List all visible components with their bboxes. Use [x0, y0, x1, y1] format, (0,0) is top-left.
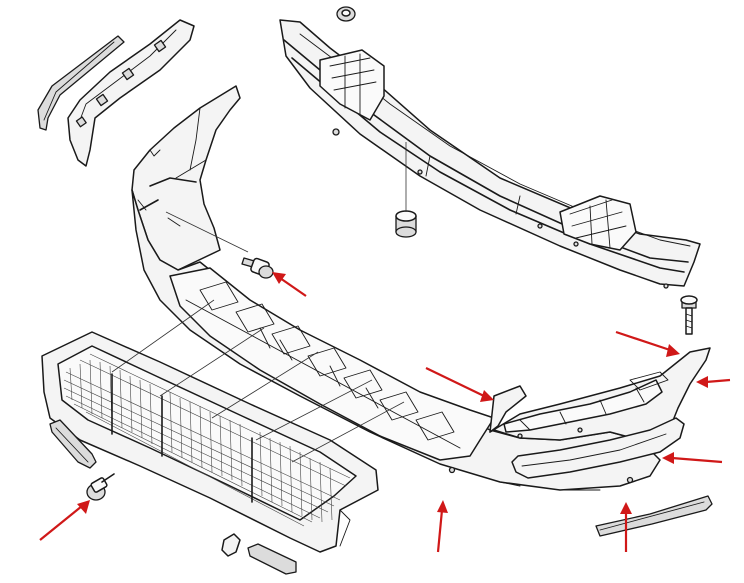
mounting-screw-center [241, 257, 274, 279]
mounting-screw-left [86, 473, 115, 501]
arrow-to-bezel [662, 452, 723, 464]
arrow-to-center-screw [272, 272, 307, 297]
guide-lines [111, 211, 405, 463]
reinforcement-beam [279, 19, 701, 289]
bottom-molding-strip [595, 495, 713, 537]
arrow-to-bolt-mount [615, 330, 680, 357]
arrow-to-cover-bottom [436, 500, 448, 553]
small-clip [221, 533, 241, 557]
side-bracket [67, 19, 195, 167]
fog-lamp-bezel-right [511, 417, 685, 479]
top-rail-strip [37, 35, 125, 131]
arrow-to-bottom-clip [620, 502, 632, 552]
beam-nut-lower [395, 210, 417, 238]
arrow-to-cover-corner [696, 376, 731, 388]
step-pad-cover [41, 331, 379, 553]
beam-nut-top [336, 6, 356, 22]
arrow-to-left-screw [39, 500, 90, 541]
small-insert [247, 543, 297, 575]
bumper-cover [131, 85, 711, 491]
arrow-to-cover-end [425, 367, 494, 402]
mounting-bolt-right [680, 295, 698, 335]
left-trim-insert [49, 419, 97, 469]
